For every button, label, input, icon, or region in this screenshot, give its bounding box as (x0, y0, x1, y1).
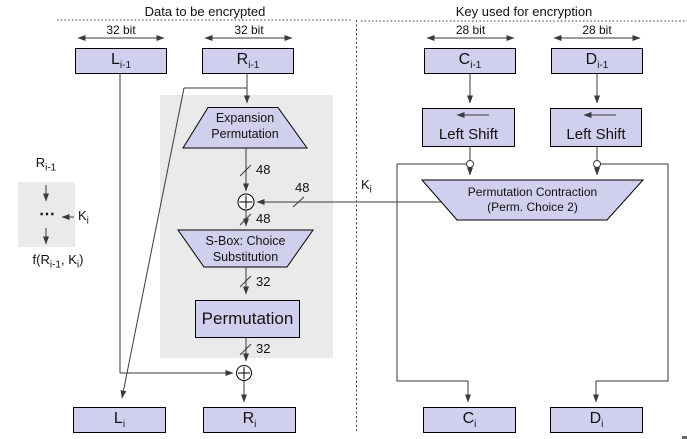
bit-width-label-c: 28 bit (455, 23, 486, 37)
register-L-prev-label: Li-1 (110, 50, 132, 72)
junction-dot-c (466, 160, 474, 168)
permutation-box: Permutation (195, 300, 300, 338)
contraction-label: Permutation Contraction (Perm. Choice 2) (467, 185, 598, 214)
subkey-label: Ki (361, 177, 372, 196)
register-L-next-label: Li (113, 409, 126, 431)
right-section-title: Key used for encryption (455, 4, 593, 19)
left-shift-box-c: Left Shift (422, 108, 515, 147)
left-section-title: Data to be encrypted (144, 4, 266, 19)
register-D-prev: Di-1 (551, 48, 643, 74)
register-C-next: Ci (423, 407, 516, 433)
bit-width-label-l: 32 bit (106, 23, 136, 37)
width-label-48-xor: 48 (256, 211, 271, 226)
left-shift-c-label: Left Shift (438, 126, 499, 143)
bit-width-label-d: 28 bit (582, 23, 612, 37)
width-label-48-key: 48 (295, 180, 310, 195)
register-R-prev-label: Ri-1 (236, 50, 260, 72)
register-R-next-label: Ri (242, 409, 257, 431)
junction-dot-d (593, 160, 601, 168)
permutation-label: Permutation (201, 309, 294, 328)
expansion-label: Expansion Permutation (211, 111, 279, 142)
width-label-32-sbox: 32 (256, 274, 271, 289)
register-R-prev: Ri-1 (202, 48, 294, 74)
register-D-next: Di (550, 407, 643, 433)
register-D-prev-label: Di-1 (585, 50, 609, 72)
register-R-next: Ri (203, 407, 296, 433)
register-D-next-label: Di (589, 409, 604, 431)
screen-corner-artifact (682, 436, 687, 439)
left-shift-box-d: Left Shift (550, 108, 642, 147)
register-C-prev: Ci-1 (424, 48, 516, 74)
left-shift-d-label: Left Shift (566, 126, 626, 143)
register-L-next: Li (73, 407, 166, 433)
legend-input-label: Ri-1 (35, 155, 57, 174)
legend-output-label: f(Ri-1, Ki) (32, 252, 84, 271)
legend-key-label: Ki (78, 208, 89, 227)
register-C-next-label: Ci (462, 409, 477, 431)
register-L-prev: Li-1 (75, 48, 167, 74)
bit-width-label-r: 32 bit (234, 23, 264, 37)
register-C-prev-label: Ci-1 (458, 50, 482, 72)
legend-dots: ⋯ (39, 206, 55, 223)
width-label-32-permutation: 32 (256, 341, 271, 356)
width-label-48-expansion: 48 (256, 162, 271, 177)
sbox-label: S-Box: Choice Substitution (205, 234, 286, 265)
xor-icon-bottom (236, 365, 252, 381)
